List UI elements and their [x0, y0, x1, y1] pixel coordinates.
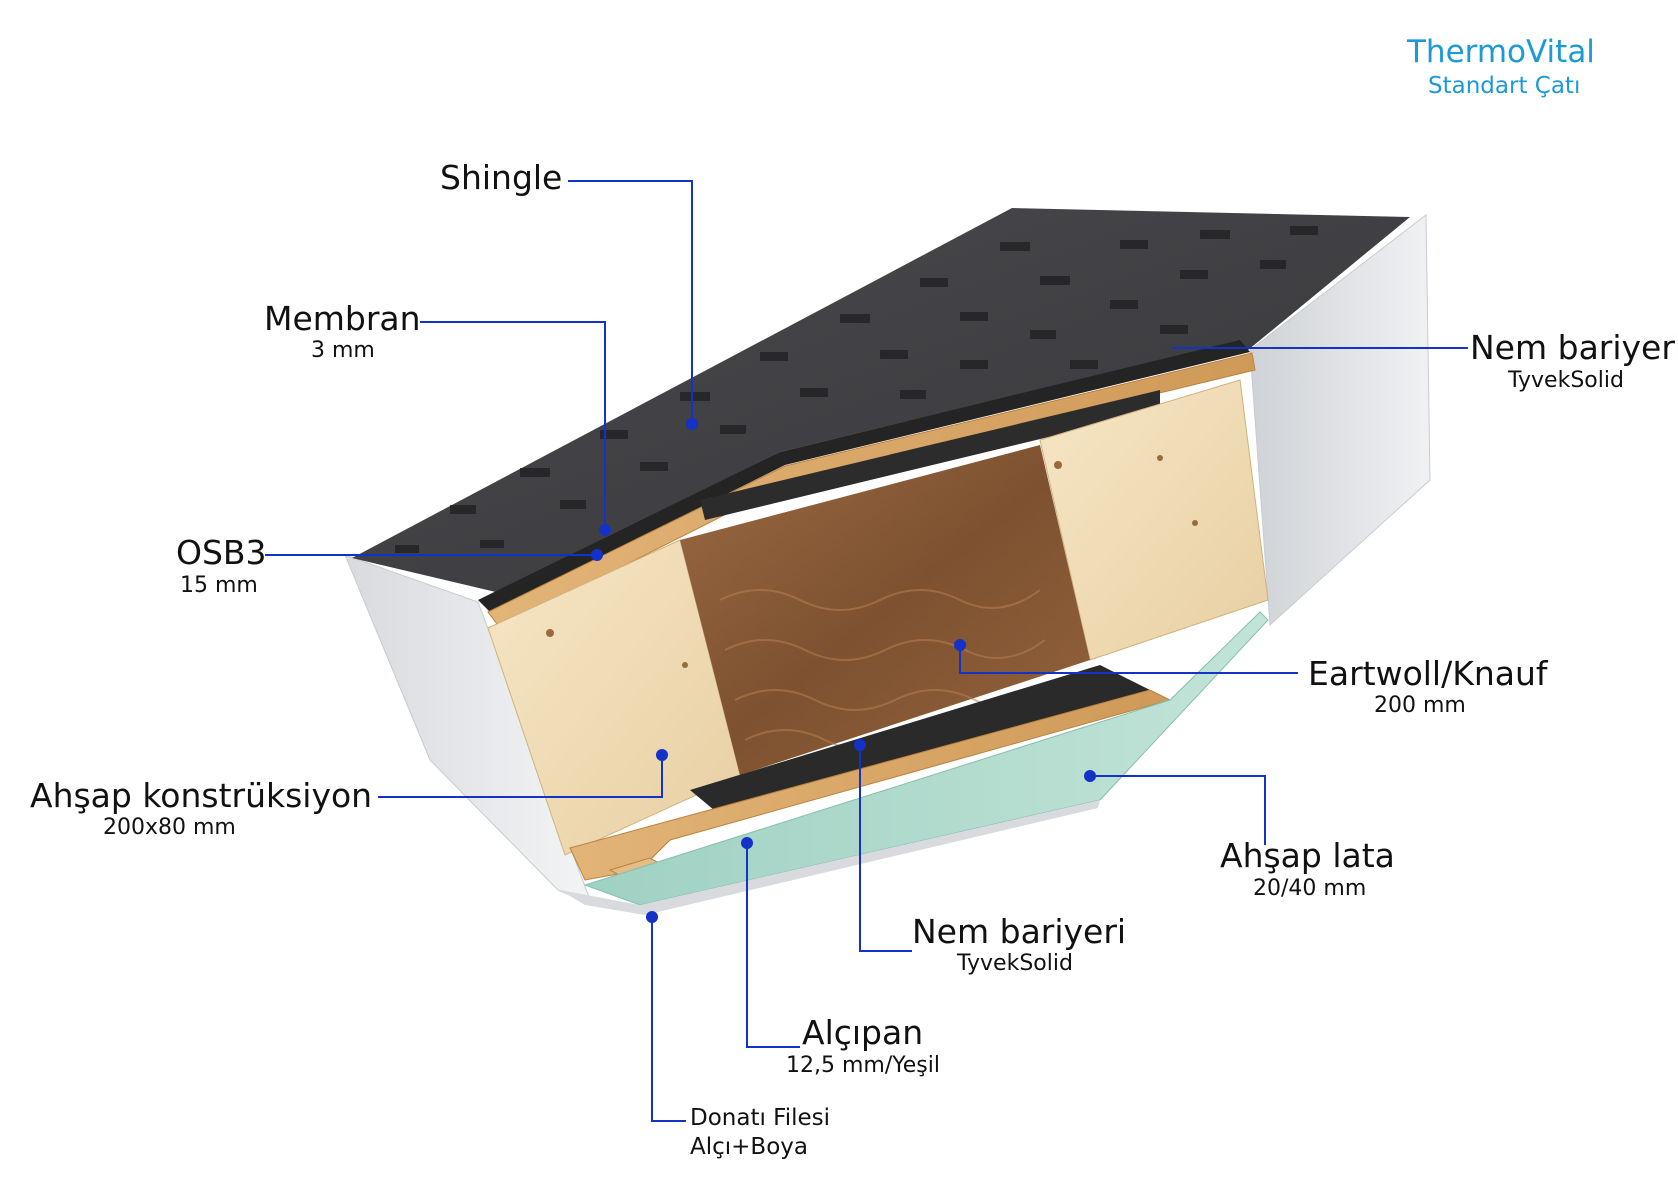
label-donati: Donatı Filesi — [690, 1105, 831, 1131]
label-nem-bariyeri-bottom-spec: TyvekSolid — [957, 951, 1073, 976]
leader-eartwoll — [959, 645, 1298, 674]
label-alcipan: Alçıpan — [802, 1013, 924, 1052]
brand-subtitle: Standart Çatı — [1428, 73, 1581, 99]
upper-barrier — [700, 390, 1160, 520]
label-membran: Membran — [264, 299, 421, 338]
label-ahsap-konstruksiyon-spec: 200x80 mm — [103, 815, 236, 840]
leader-dots — [591, 418, 1096, 923]
label-osb3: OSB3 — [176, 533, 267, 572]
label-ahsap-lata: Ahşap lata — [1220, 836, 1395, 875]
label-nem-bariyeri-bottom: Nem bariyeri — [912, 912, 1127, 951]
label-donati-spec: Alçı+Boya — [690, 1134, 808, 1160]
leader-lines — [265, 180, 1468, 1122]
bottom-finish — [560, 800, 1100, 915]
label-ahsap-lata-spec: 20/40 mm — [1253, 876, 1367, 901]
leader-membran — [420, 321, 606, 530]
label-shingle: Shingle — [440, 158, 563, 197]
label-membran-spec: 3 mm — [311, 338, 375, 363]
label-ahsap-konstruksiyon: Ahşap konstrüksiyon — [30, 776, 373, 815]
right-end-wall — [1249, 213, 1431, 627]
label-alcipan-spec: 12,5 mm/Yeşil — [786, 1053, 940, 1078]
leader-shingle — [568, 180, 693, 424]
label-nem-bariyeri-top-spec: TyvekSolid — [1508, 368, 1624, 393]
label-nem-bariyeri-top: Nem bariyeri — [1470, 328, 1678, 367]
shingle-surface — [352, 208, 1410, 593]
leader-alcipan — [746, 843, 800, 1048]
label-eartwoll-spec: 200 mm — [1374, 693, 1466, 718]
label-osb3-spec: 15 mm — [180, 573, 258, 598]
leader-nem-bariyeri-bottom — [859, 745, 912, 952]
brand-title: ThermoVital — [1407, 34, 1595, 70]
lower-barrier — [690, 665, 1150, 815]
wood-knots — [546, 455, 1198, 668]
shingle-tabs — [395, 226, 1318, 553]
leader-ahsap-konstruksiyon — [378, 755, 663, 798]
leader-ahsap-lata — [1090, 775, 1266, 845]
membrane-layer — [478, 340, 1250, 612]
label-eartwoll: Eartwoll/Knauf — [1308, 654, 1548, 693]
leader-donati — [651, 917, 686, 1122]
timber-right — [1039, 379, 1269, 661]
insulation-wool — [680, 445, 1090, 775]
osb-bottom-board — [569, 689, 1172, 881]
